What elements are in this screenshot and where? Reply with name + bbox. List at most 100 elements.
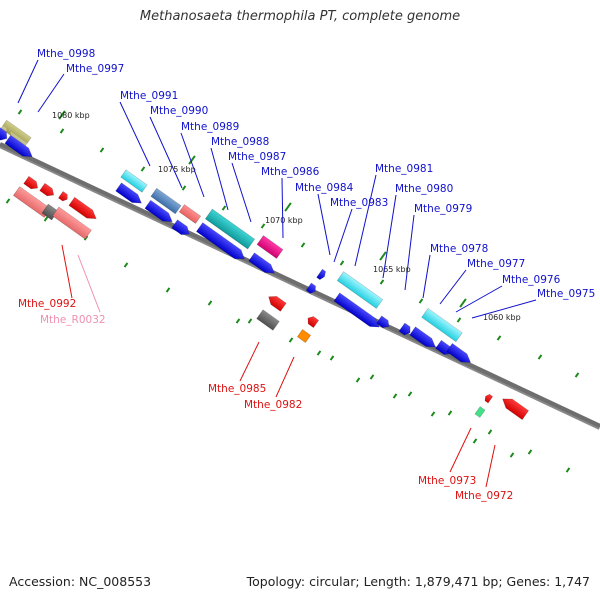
genome-backbone: [0, 142, 600, 428]
track-tick: [59, 128, 65, 134]
label-mthe-0977: Mthe_0977: [467, 258, 525, 270]
label-mthe-0980: Mthe_0980: [395, 183, 453, 195]
track-tick: [181, 185, 187, 191]
track-tick: [487, 429, 493, 435]
track-tick: [17, 109, 23, 115]
track-tick: [509, 452, 515, 458]
leader-line: [471, 299, 537, 319]
track-tick: [300, 242, 306, 248]
leader-line: [149, 116, 183, 189]
track-tick: [260, 223, 266, 229]
gene-mthe-0982: [307, 315, 323, 328]
leader-line: [354, 174, 377, 267]
gene-mthe-0980: [333, 289, 380, 328]
label-mthe-0989: Mthe_0989: [181, 121, 239, 133]
gene-mthe-0982b: [296, 325, 312, 343]
gene-mthe-0992c: [68, 193, 97, 220]
track-tick: [496, 335, 502, 341]
kbp-tick-mark: [58, 110, 66, 120]
track-tick: [221, 205, 227, 211]
label-mthe-0992: Mthe_0992: [18, 298, 76, 310]
label-mthe-0986: Mthe_0986: [261, 166, 320, 178]
gene-mthe-0986b: [248, 249, 275, 274]
track-tick: [339, 260, 345, 266]
kbp-tick-mark: [459, 298, 467, 308]
track-tick: [537, 354, 543, 360]
track-tick: [456, 317, 462, 323]
gene-mthe-r0032: [12, 182, 52, 218]
track-tick: [123, 262, 129, 268]
track-tick: [379, 279, 385, 285]
track-tick: [418, 298, 424, 304]
track-tick: [235, 318, 241, 324]
kbp-tick-label: 1070 kbp: [265, 216, 303, 225]
gene-mthe-0989: [178, 200, 202, 224]
label-mthe-0973: Mthe_0973: [418, 475, 476, 487]
track-tick: [99, 147, 105, 153]
leader-line: [17, 59, 39, 104]
accession-label: Accession: NC_008553: [9, 574, 152, 589]
label-mthe-0982: Mthe_0982: [244, 399, 302, 411]
label-mthe-r0032: Mthe_R0032: [40, 314, 106, 326]
leader-line: [382, 194, 397, 279]
gene-mthe-0992a: [39, 179, 55, 197]
gene-mthe-0990b: [144, 196, 173, 223]
gene-mthe-0977: [421, 304, 463, 343]
leader-line: [275, 356, 295, 398]
label-mthe-0983: Mthe_0983: [330, 197, 388, 209]
track-tick: [369, 374, 375, 380]
track-tick: [527, 449, 533, 455]
leader-line: [61, 244, 73, 299]
track-tick: [207, 300, 213, 306]
label-mthe-0981: Mthe_0981: [375, 163, 433, 175]
track-tick: [447, 410, 453, 416]
leader-line: [239, 341, 260, 382]
track-tick: [288, 337, 294, 343]
leader-line: [119, 101, 151, 167]
map-title: Methanosaeta thermophila PT, complete ge…: [139, 9, 461, 24]
kbp-tick-label: 1075 kbp: [158, 165, 196, 174]
track-tick: [565, 467, 571, 473]
leader-line: [439, 269, 467, 305]
leader-line: [180, 132, 205, 198]
gene-mthe-0978: [398, 319, 411, 336]
gene-mthe-0972: [502, 397, 532, 421]
track-tick: [392, 393, 398, 399]
track-tick: [43, 216, 49, 222]
leader-line: [422, 254, 431, 299]
label-mthe-0978: Mthe_0978: [430, 243, 488, 255]
leader-line: [333, 208, 353, 263]
leader-line: [317, 193, 331, 256]
track-tick: [247, 318, 253, 324]
gene-mthe-0989b: [171, 216, 190, 235]
label-mthe-0972: Mthe_0972: [455, 490, 513, 502]
track-tick: [329, 355, 335, 361]
label-mthe-0976: Mthe_0976: [502, 274, 561, 286]
gene-mthe-0991b: [115, 179, 142, 204]
label-mthe-0984: Mthe_0984: [295, 182, 354, 194]
label-mthe-0987: Mthe_0987: [228, 151, 286, 163]
gene-mthe-0991: [120, 166, 148, 193]
gene-mthe-0988: [204, 205, 256, 250]
kbp-tick-label: 1065 kbp: [373, 265, 411, 274]
label-mthe-0979: Mthe_0979: [414, 203, 472, 215]
leader-line: [281, 177, 284, 239]
gene-mthe-0984: [316, 265, 326, 280]
label-mthe-0988: Mthe_0988: [211, 136, 269, 148]
gene-mthe-0985: [268, 295, 290, 312]
gene-mthe-0987: [195, 218, 245, 260]
kbp-tick-label: 1060 kbp: [483, 313, 521, 322]
kbp-tick-mark: [379, 251, 387, 261]
leader-line: [485, 444, 496, 488]
leader-line: [449, 427, 472, 473]
track-tick: [5, 198, 11, 204]
label-mthe-0991: Mthe_0991: [120, 90, 178, 102]
gene-mthe-0990: [150, 184, 182, 215]
kbp-tick-mark: [284, 202, 292, 212]
gene-edge: [0, 123, 8, 141]
gene-mthe-0986: [256, 231, 284, 259]
gene-mthe-0993: [23, 172, 39, 190]
track-tick: [316, 350, 322, 356]
label-mthe-0990: Mthe_0990: [150, 105, 208, 117]
